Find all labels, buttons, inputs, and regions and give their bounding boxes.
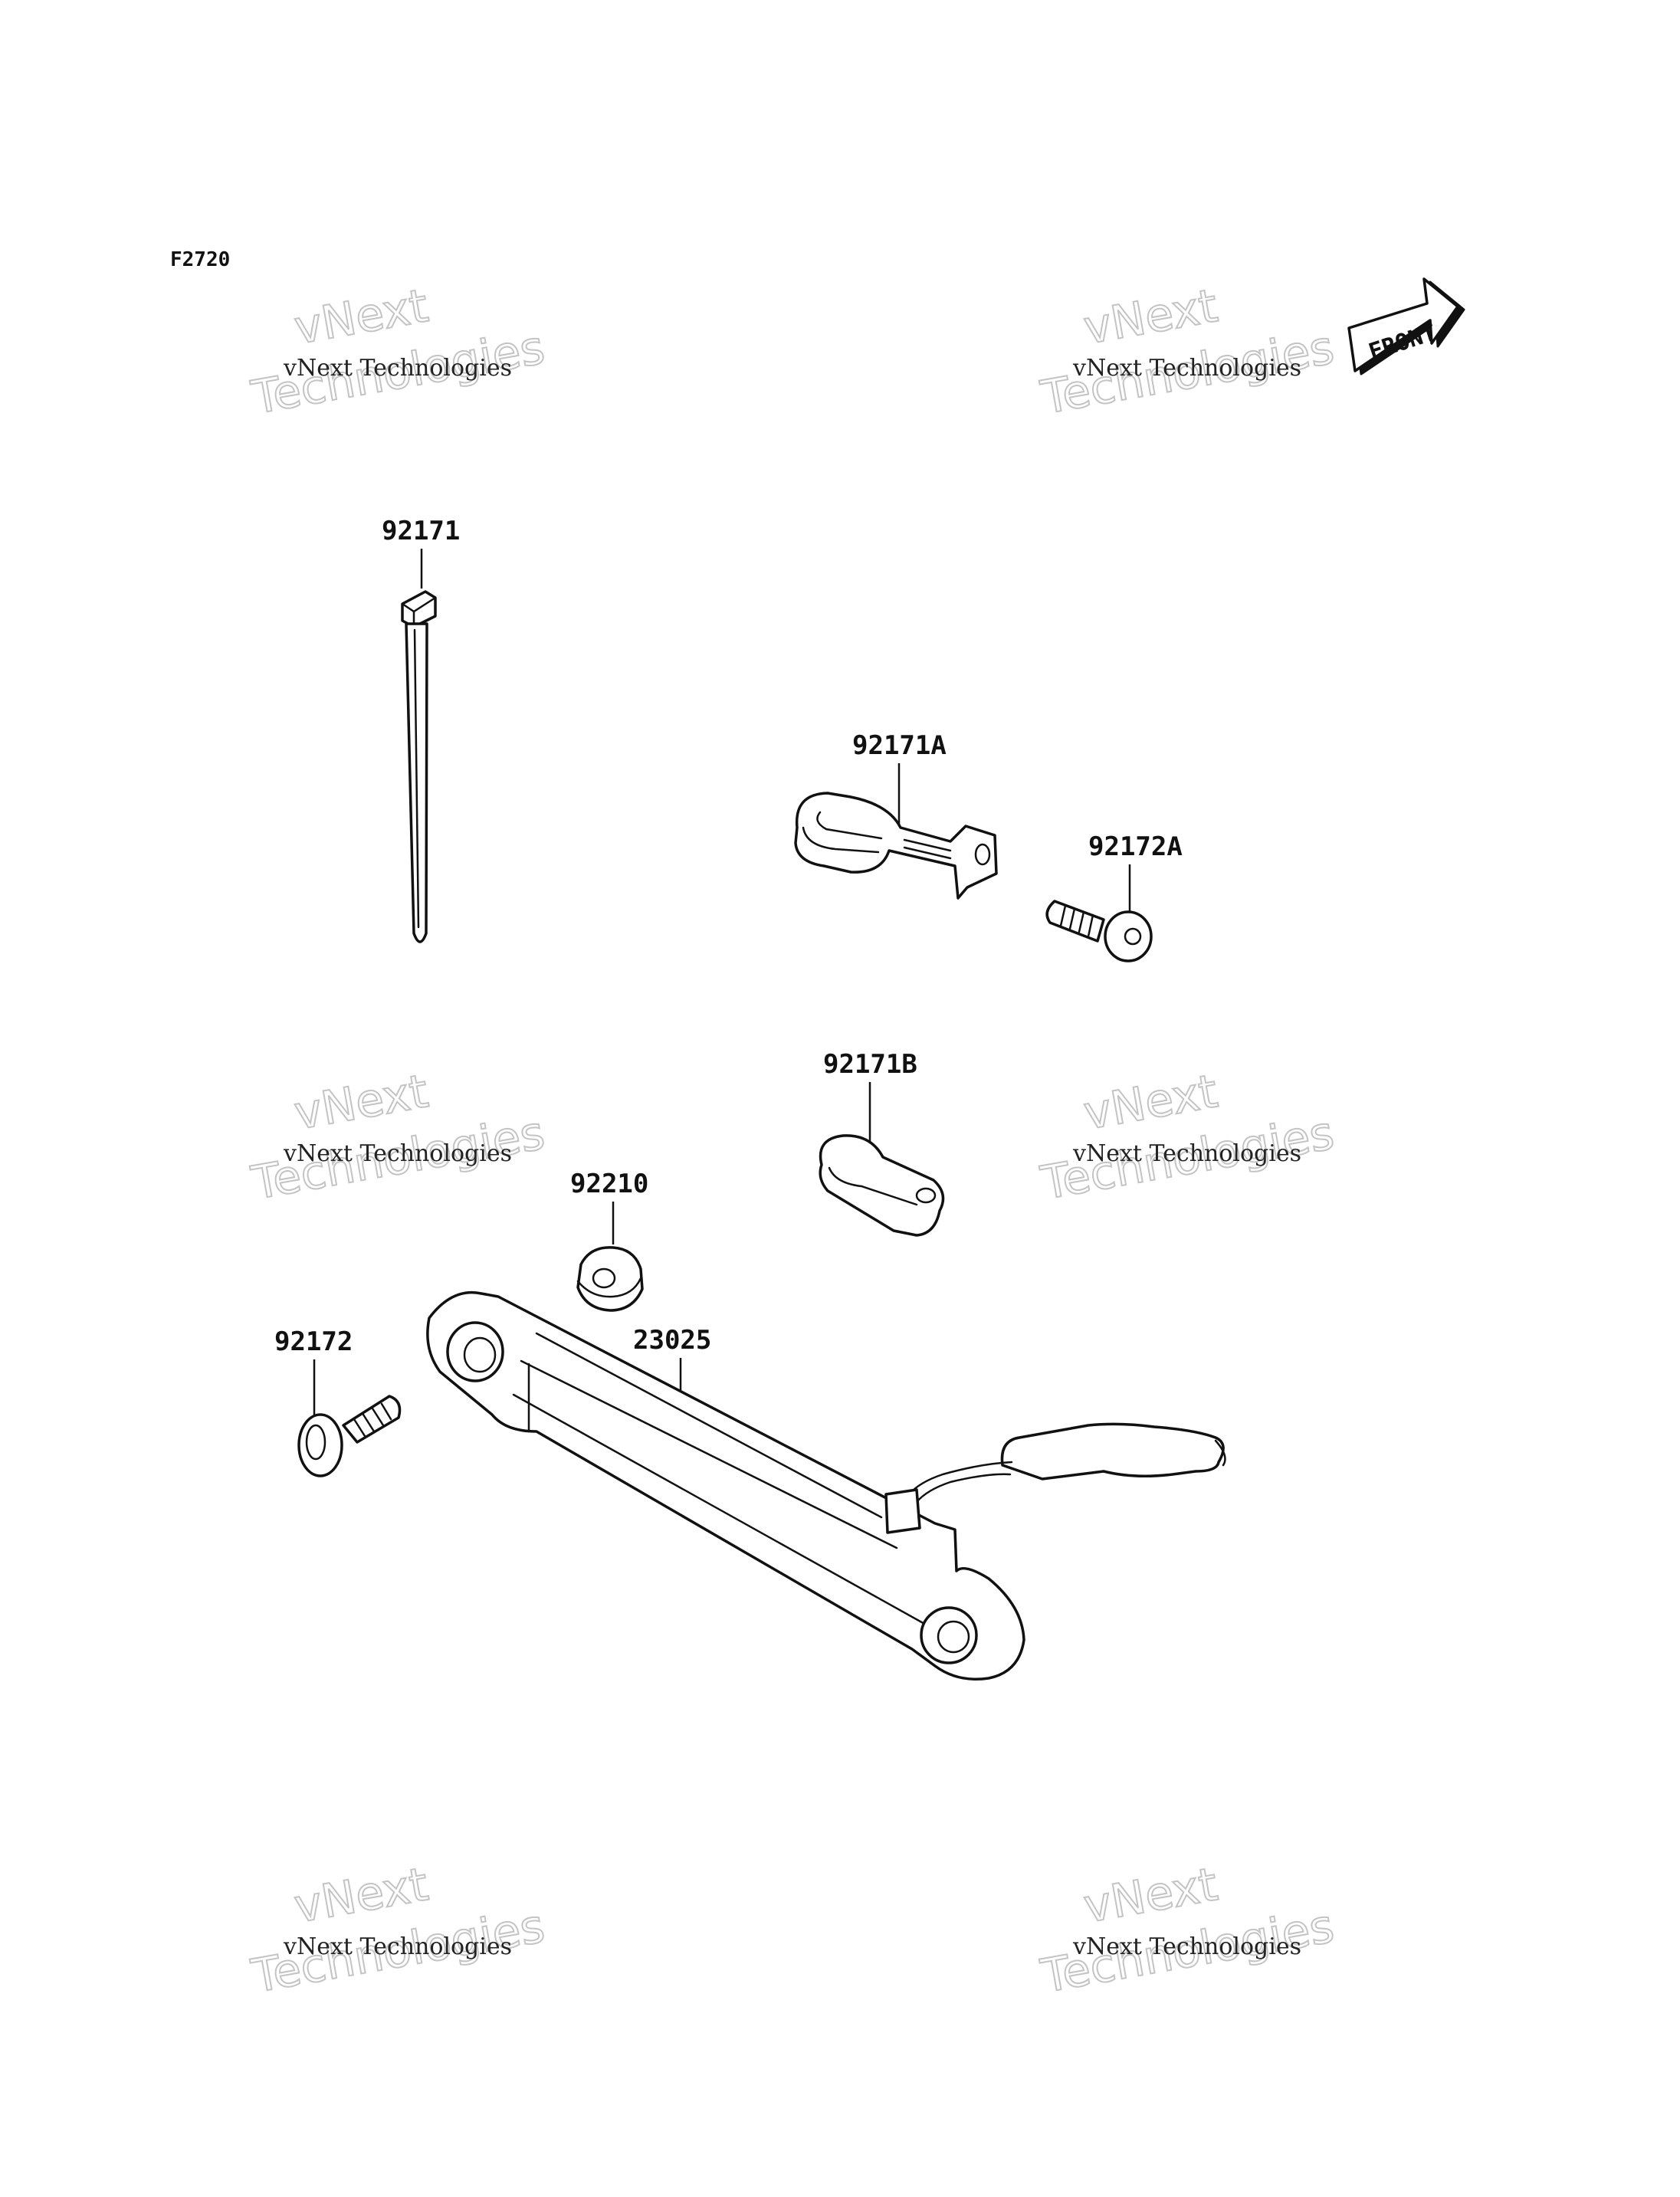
watermark-middle-right: vNext Technologies vNext Technologies <box>1036 1064 1339 1211</box>
part-number-92171a: 92171A <box>852 730 947 761</box>
screw-92172a <box>1045 864 1153 962</box>
svg-text:vNext Technologies: vNext Technologies <box>283 355 512 382</box>
part-number-92171: 92171 <box>382 516 460 546</box>
cable-tie-92171 <box>401 549 437 943</box>
svg-text:vNext Technologies: vNext Technologies <box>1072 1140 1301 1167</box>
svg-text:vNext Technologies: vNext Technologies <box>283 1933 512 1960</box>
watermark-top-left: vNext Technologies vNext Technologies <box>247 278 550 425</box>
bolt-92172 <box>297 1359 402 1477</box>
watermark-top-right: vNext Technologies vNext Technologies <box>1036 278 1339 425</box>
watermark-bottom-left: vNext Technologies vNext Technologies <box>247 1857 550 2004</box>
figure-id: F2720 <box>170 248 230 271</box>
nut-92210 <box>576 1202 644 1312</box>
part-number-92172a: 92172A <box>1088 831 1183 862</box>
watermark-middle-left: vNext Technologies vNext Technologies <box>247 1064 550 1211</box>
part-number-92210: 92210 <box>570 1169 648 1199</box>
part-number-92172: 92172 <box>274 1326 353 1357</box>
part-number-92171b: 92171B <box>823 1049 917 1080</box>
part-number-23025: 23025 <box>633 1325 711 1356</box>
clamp-bracket-92171a <box>794 763 998 900</box>
cable-clamp-92171b <box>819 1082 945 1237</box>
watermark-bottom-right: vNext Technologies vNext Technologies <box>1036 1857 1339 2004</box>
sensor-bracket-23025 <box>426 1290 1226 1681</box>
svg-text:vNext Technologies: vNext Technologies <box>283 1140 512 1167</box>
svg-text:vNext Technologies: vNext Technologies <box>1072 355 1301 382</box>
svg-text:vNext Technologies: vNext Technologies <box>1072 1933 1301 1960</box>
front-direction-arrow: FRONT <box>1347 277 1465 375</box>
